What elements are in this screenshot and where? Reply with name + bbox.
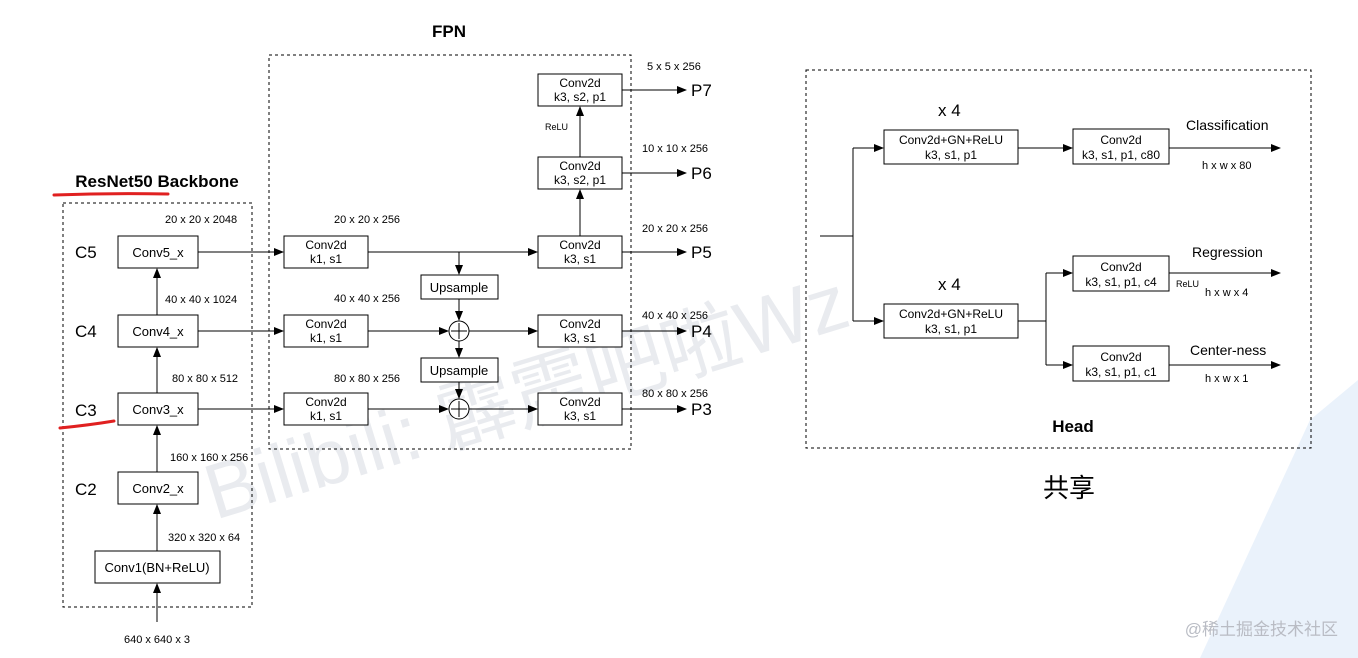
- fpn-title: FPN: [432, 22, 466, 41]
- reg-output-label: Regression: [1192, 244, 1263, 260]
- svg-text:k3, s2, p1: k3, s2, p1: [554, 90, 606, 104]
- svg-text:k3, s1, p1, c1: k3, s1, p1, c1: [1085, 365, 1157, 379]
- reg-output-dims: h x w x 4: [1205, 287, 1248, 299]
- reg-relu-label: ReLU: [1176, 279, 1199, 289]
- svg-text:Conv4_x: Conv4_x: [132, 324, 184, 339]
- dim-conv1: 320 x 320 x 64: [168, 532, 240, 544]
- svg-text:Conv2d: Conv2d: [559, 317, 600, 331]
- svg-text:Conv1(BN+ReLU): Conv1(BN+ReLU): [104, 560, 209, 575]
- dim-lateral-p5: 20 x 20 x 256: [334, 214, 400, 226]
- smooth-conv-p5: Conv2d k3, s1: [537, 235, 623, 269]
- backbone-title: ResNet50 Backbone: [75, 172, 238, 191]
- head-title: Head: [1052, 417, 1094, 436]
- dim-output-p5: 20 x 20 x 256: [642, 223, 708, 235]
- conv3-block: Conv3_x: [117, 392, 199, 426]
- dim-output-p3: 80 x 80 x 256: [642, 388, 708, 400]
- reg-conv-block: Conv2d k3, s1, p1, c4: [1072, 255, 1170, 292]
- svg-text:Conv2d: Conv2d: [1100, 133, 1141, 147]
- svg-text:k3, s1: k3, s1: [564, 331, 596, 345]
- backbone-container: [62, 202, 253, 608]
- svg-text:Conv5_x: Conv5_x: [132, 245, 184, 260]
- cls-output-dims: h x w x 80: [1202, 160, 1252, 172]
- ctr-output-dims: h x w x 1: [1205, 373, 1248, 385]
- down-conv-p6: Conv2d k3, s2, p1: [537, 156, 623, 190]
- svg-text:k1, s1: k1, s1: [310, 331, 342, 345]
- svg-text:Conv2d: Conv2d: [559, 395, 600, 409]
- dim-output-p4: 40 x 40 x 256: [642, 310, 708, 322]
- head-container: [805, 69, 1312, 449]
- repeat-label-cls: x 4: [938, 101, 961, 120]
- add-node-p4: [448, 320, 470, 342]
- shared-label: 共享: [1043, 474, 1095, 504]
- svg-text:Upsample: Upsample: [430, 363, 489, 378]
- svg-text:k3, s1, p1: k3, s1, p1: [925, 322, 977, 336]
- background-shape: [1200, 380, 1358, 658]
- lateral-conv-p4: Conv2d k1, s1: [283, 314, 369, 348]
- dim-output-p6: 10 x 10 x 256: [642, 143, 708, 155]
- dim-output-p7: 5 x 5 x 256: [647, 61, 701, 73]
- output-label-p4: P4: [691, 322, 712, 341]
- output-label-p6: P6: [691, 164, 712, 183]
- lateral-conv-p3: Conv2d k1, s1: [283, 392, 369, 426]
- svg-text:Conv2d: Conv2d: [305, 395, 346, 409]
- backbone-title-underline: [52, 192, 170, 197]
- svg-text:k3, s1, p1, c4: k3, s1, p1, c4: [1085, 275, 1157, 289]
- dim-c5: 20 x 20 x 2048: [165, 214, 237, 226]
- ctr-output-label: Center-ness: [1190, 342, 1266, 358]
- stage-label-c3: C3: [75, 401, 97, 420]
- svg-text:Conv2d+GN+ReLU: Conv2d+GN+ReLU: [899, 307, 1003, 321]
- svg-text:Conv2d: Conv2d: [1100, 260, 1141, 274]
- cls-conv-block: Conv2d k3, s1, p1, c80: [1072, 128, 1170, 165]
- conv4-block: Conv4_x: [117, 314, 199, 348]
- stage-label-c5: C5: [75, 243, 97, 262]
- c3-red-underline: [58, 419, 116, 430]
- stage-label-c2: C2: [75, 480, 97, 499]
- svg-text:k3, s2, p1: k3, s2, p1: [554, 173, 606, 187]
- upsample-block-2: Upsample: [420, 357, 499, 383]
- conv2-block: Conv2_x: [117, 471, 199, 505]
- svg-text:k3, s1, p1: k3, s1, p1: [925, 148, 977, 162]
- dim-lateral-p4: 40 x 40 x 256: [334, 293, 400, 305]
- svg-text:k1, s1: k1, s1: [310, 252, 342, 266]
- svg-text:Conv3_x: Conv3_x: [132, 402, 184, 417]
- svg-text:Conv2d: Conv2d: [305, 238, 346, 252]
- stage-label-c4: C4: [75, 322, 97, 341]
- down-conv-p7: Conv2d k3, s2, p1: [537, 73, 623, 107]
- smooth-conv-p4: Conv2d k3, s1: [537, 314, 623, 348]
- svg-text:Conv2_x: Conv2_x: [132, 481, 184, 496]
- cls-output-label: Classification: [1186, 117, 1268, 133]
- lateral-conv-p5: Conv2d k1, s1: [283, 235, 369, 269]
- svg-text:k3, s1: k3, s1: [564, 252, 596, 266]
- relu-label-fpn: ReLU: [545, 122, 568, 132]
- conv5-block: Conv5_x: [117, 235, 199, 269]
- dim-lateral-p3: 80 x 80 x 256: [334, 373, 400, 385]
- output-label-p3: P3: [691, 400, 712, 419]
- upsample-block-1: Upsample: [420, 274, 499, 300]
- svg-text:Conv2d+GN+ReLU: Conv2d+GN+ReLU: [899, 133, 1003, 147]
- reg-tower-block: Conv2d+GN+ReLU k3, s1, p1: [883, 303, 1019, 339]
- svg-text:Conv2d: Conv2d: [559, 76, 600, 90]
- conv1-block: Conv1(BN+ReLU): [94, 550, 221, 584]
- dim-c2: 160 x 160 x 256: [170, 452, 248, 464]
- svg-text:Conv2d: Conv2d: [305, 317, 346, 331]
- svg-text:Conv2d: Conv2d: [559, 238, 600, 252]
- ctr-conv-block: Conv2d k3, s1, p1, c1: [1072, 345, 1170, 382]
- smooth-conv-p3: Conv2d k3, s1: [537, 392, 623, 426]
- dim-input: 640 x 640 x 3: [124, 634, 190, 646]
- dim-c3: 80 x 80 x 512: [172, 373, 238, 385]
- svg-text:Conv2d: Conv2d: [1100, 350, 1141, 364]
- svg-text:Conv2d: Conv2d: [559, 159, 600, 173]
- repeat-label-reg: x 4: [938, 275, 961, 294]
- output-label-p7: P7: [691, 81, 712, 100]
- svg-text:k3, s1: k3, s1: [564, 409, 596, 423]
- cls-tower-block: Conv2d+GN+ReLU k3, s1, p1: [883, 129, 1019, 165]
- svg-text:k1, s1: k1, s1: [310, 409, 342, 423]
- svg-text:k3, s1, p1, c80: k3, s1, p1, c80: [1082, 148, 1160, 162]
- svg-text:Upsample: Upsample: [430, 280, 489, 295]
- output-label-p5: P5: [691, 243, 712, 262]
- dim-c4: 40 x 40 x 1024: [165, 294, 237, 306]
- add-node-p3: [448, 398, 470, 420]
- footer-credit: @稀土掘金技术社区: [1185, 620, 1338, 639]
